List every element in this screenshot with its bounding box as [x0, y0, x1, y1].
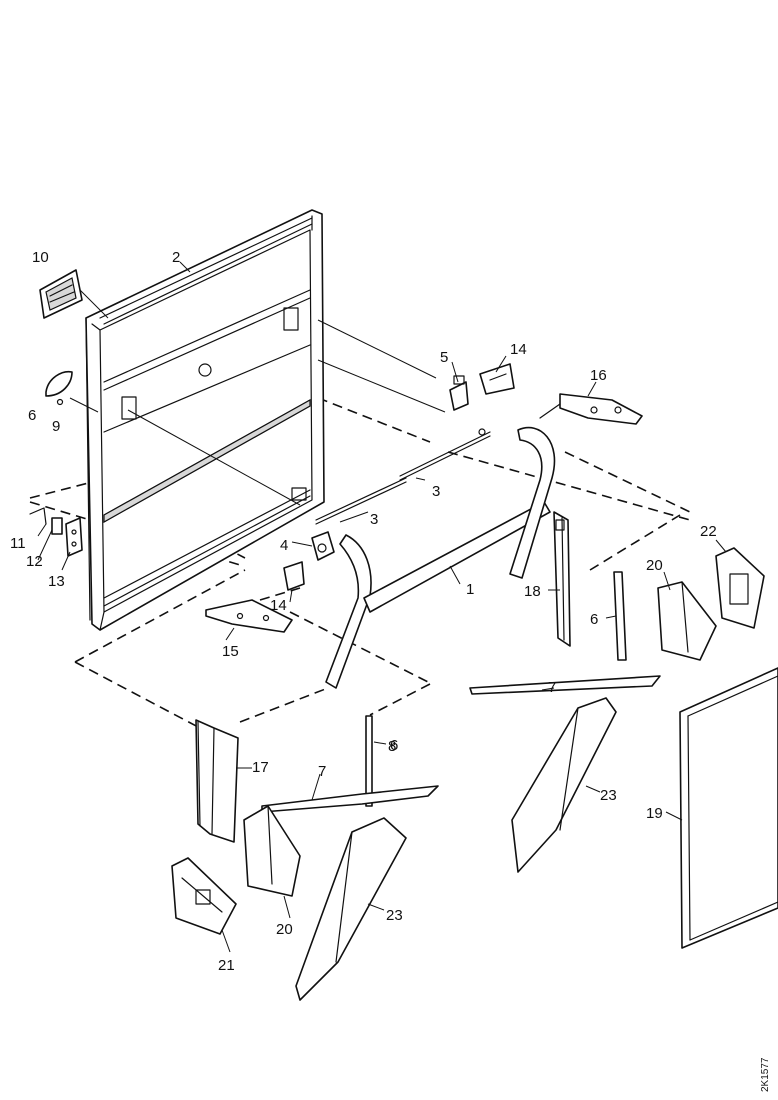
callout-11: 11	[10, 535, 26, 552]
callout-2: 2	[172, 249, 180, 266]
callout-6-right: 6	[590, 611, 598, 628]
part-10-plate	[39, 269, 109, 319]
callout-4: 4	[280, 537, 288, 554]
callout-13: 13	[48, 573, 65, 590]
part-11-12-13-hinge	[29, 507, 83, 557]
part-22-bracket	[715, 547, 765, 629]
callout-3-upper: 3	[432, 483, 440, 500]
callout-17: 17	[252, 759, 269, 776]
part-19-side-panel	[679, 667, 778, 949]
callout-20-right: 20	[646, 557, 663, 574]
part-16-bracket	[539, 393, 643, 425]
part-3-rods	[315, 428, 491, 525]
part-6-7-struts	[261, 571, 661, 813]
callout-6-bottom: 6	[390, 737, 398, 754]
callout-8: 8	[388, 738, 396, 755]
part-2-panel-frame	[85, 209, 446, 631]
part-23-legs	[295, 697, 617, 1001]
callout-5: 5	[440, 349, 448, 366]
part-1-frame-tube	[325, 426, 556, 689]
callout-labels: 1 2 3 3 4 5 6 6 6 7 7 8 9 10 11 12 13 14…	[10, 249, 717, 974]
callout-14-lower: 14	[270, 597, 287, 614]
callout-15: 15	[222, 643, 239, 660]
callout-19: 19	[646, 805, 663, 822]
callout-16: 16	[590, 367, 607, 384]
part-18-channel	[553, 511, 571, 647]
part-17-channel	[195, 719, 239, 843]
part-21-bracket	[171, 857, 237, 935]
callout-1: 1	[466, 581, 474, 598]
part-20-brackets	[243, 581, 717, 897]
callout-14-upper: 14	[510, 341, 527, 358]
callout-21: 21	[218, 957, 235, 974]
callout-12: 12	[26, 553, 43, 570]
part-14-15-brackets	[205, 561, 305, 633]
callout-18: 18	[524, 583, 541, 600]
callout-9: 9	[52, 418, 60, 435]
part-5-14-brackets	[449, 363, 515, 411]
part-8-9-handle	[45, 370, 99, 413]
callout-7-bottom: 7	[318, 763, 326, 780]
callout-7-right: 7	[548, 679, 556, 696]
part-4-pivot	[311, 531, 335, 561]
callout-3-lower: 3	[370, 511, 378, 528]
callout-leaders	[37, 261, 727, 953]
drawing-code: 2K1577	[760, 1057, 771, 1092]
callout-20-bottom: 20	[276, 921, 293, 938]
callout-23-bottom: 23	[386, 907, 403, 924]
callout-6-left: 6	[28, 407, 36, 424]
callout-22: 22	[700, 523, 717, 540]
callout-10: 10	[32, 249, 49, 266]
callout-23-right: 23	[600, 787, 617, 804]
